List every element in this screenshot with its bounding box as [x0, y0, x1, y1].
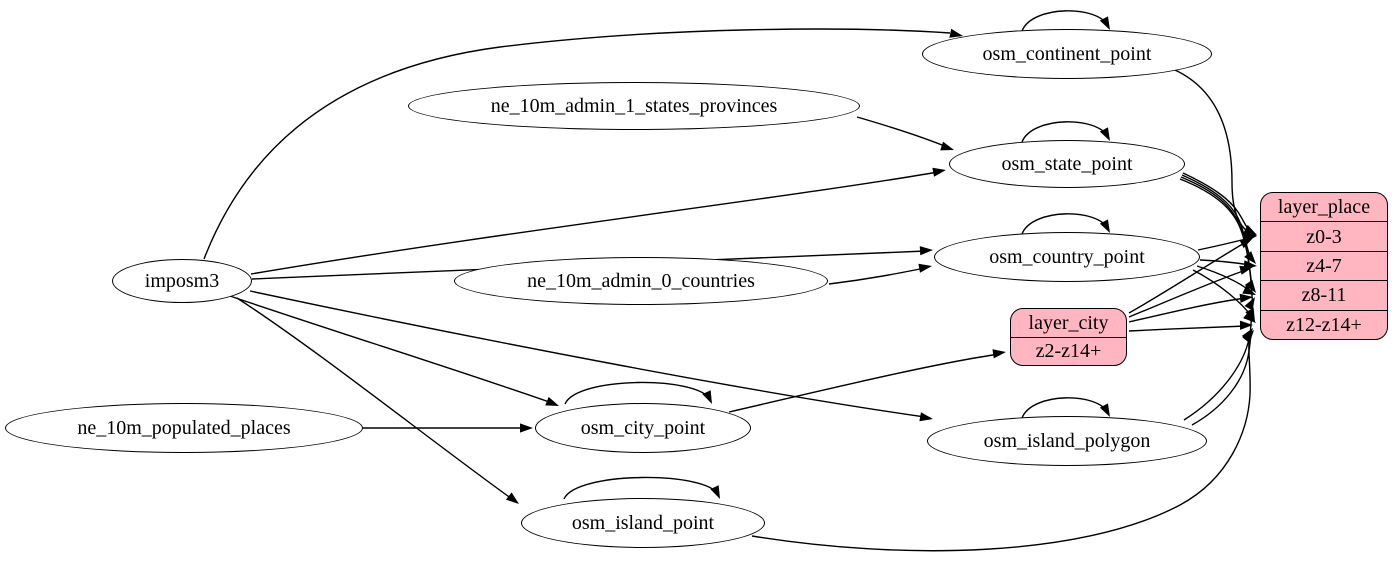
record-header-layer_place: layer_place: [1277, 196, 1371, 219]
arrowhead-icon: [918, 263, 932, 273]
arrowhead-icon: [1245, 308, 1255, 322]
edge-osm_island_point-to-layer_place-z12-z14+: [751, 336, 1251, 552]
table-node-osm_island_polygon: osm_island_polygon: [927, 416, 1207, 466]
edge-layer_city-to-layer_place-z0-3: [1128, 241, 1247, 314]
record-header-layer_city: layer_city: [1028, 311, 1109, 334]
table-node-osm_island_point: osm_island_point: [521, 498, 765, 548]
arrowhead-icon: [1239, 238, 1253, 249]
arrowhead-icon: [949, 28, 963, 38]
arrowhead-icon: [1099, 403, 1110, 417]
table-node-osm_city_point: osm_city_point: [535, 403, 751, 453]
arrowhead-icon: [545, 396, 559, 406]
edge-ne_10m_admin_0_countries-to-osm_country_point: [828, 267, 926, 285]
arrowhead-icon: [702, 390, 712, 404]
self-loop-osm_island_polygon: [1021, 397, 1109, 419]
arrowhead-icon: [1099, 219, 1110, 233]
edge-layer_city-to-layer_place-z8-11: [1128, 297, 1247, 323]
edge-imposm3-to-osm_island_point: [236, 297, 513, 500]
table-node-imposm3: imposm3: [112, 259, 252, 303]
edge-osm_state_point-to-layer_place-z12-z14+: [1179, 178, 1254, 315]
arrowhead-icon: [919, 246, 933, 256]
arrowhead-icon: [710, 485, 720, 499]
record-row-layer_place-3: z12-z14+: [1261, 309, 1387, 339]
record-row-layer_place-2: z8-11: [1261, 280, 1387, 309]
edge-osm_island_polygon-to-layer_place-z12-z14+: [1191, 334, 1252, 426]
edge-layer_city-to-layer_place-z12-z14+: [1128, 325, 1247, 332]
edge-ne_10m_admin_1_states_provinces-to-osm_state_point: [856, 116, 948, 148]
self-loop-osm_continent_point: [1021, 10, 1109, 32]
arrowhead-icon: [505, 492, 519, 504]
edge-imposm3-to-osm_island_polygon: [249, 290, 926, 418]
self-loop-osm_city_point: [564, 381, 711, 405]
arrowhead-icon: [932, 167, 946, 177]
table-node-osm_state_point: osm_state_point: [949, 140, 1185, 188]
arrowhead-icon: [1239, 320, 1253, 330]
arrowhead-icon: [1239, 293, 1253, 303]
edge-imposm3-to-osm_state_point: [250, 171, 939, 275]
edge-imposm3-to-osm_continent_point: [203, 28, 951, 260]
edge-osm_city_point-to-layer_city-z2-z14+: [728, 353, 1001, 413]
arrowhead-icon: [1244, 251, 1256, 264]
record-row-layer_place-1: z4-7: [1261, 250, 1387, 280]
arrowhead-icon: [1242, 285, 1256, 295]
table-node-ne_10m_admin_1_states_provinces: ne_10m_admin_1_states_provinces: [408, 82, 860, 130]
arrowhead-icon: [940, 141, 954, 151]
arrowhead-icon: [520, 423, 533, 433]
edge-osm_continent_point-to-layer_place-z0-3: [1174, 69, 1251, 234]
edge-osm_state_point-to-layer_place-z4-7: [1181, 174, 1252, 260]
self-loop-osm_country_point: [1021, 213, 1109, 235]
arrowhead-icon: [1243, 224, 1257, 235]
arrowhead-icon: [992, 349, 1006, 359]
table-node-ne_10m_admin_0_countries: ne_10m_admin_0_countries: [454, 257, 828, 305]
edge-osm_country_point-to-layer_place-z4-7: [1199, 259, 1251, 266]
edge-imposm3-to-osm_city_point: [229, 295, 553, 404]
table-node-osm_continent_point: osm_continent_point: [922, 29, 1212, 79]
table-node-osm_country_point: osm_country_point: [934, 232, 1200, 282]
arrowhead-icon: [1099, 127, 1110, 141]
table-node-ne_10m_populated_places: ne_10m_populated_places: [5, 403, 363, 453]
arrowhead-icon: [1242, 330, 1254, 344]
record-row-layer_place-0: z0-3: [1261, 221, 1387, 250]
arrowhead-icon: [1239, 265, 1253, 275]
record-row-layer_city-0: z2-z14+: [1011, 336, 1126, 366]
arrowhead-icon: [1099, 16, 1110, 30]
arrowhead-icon: [919, 412, 933, 422]
edge-osm_island_polygon-to-layer_place-z8-11: [1183, 303, 1253, 421]
arrowhead-icon: [1244, 279, 1256, 293]
arrowhead-icon: [1244, 297, 1255, 311]
self-loop-osm_state_point: [1021, 121, 1109, 143]
edge-layer_city-to-layer_place-z4-7: [1128, 269, 1247, 318]
self-loop-osm_island_point: [563, 476, 719, 500]
arrowhead-icon: [1243, 311, 1256, 323]
